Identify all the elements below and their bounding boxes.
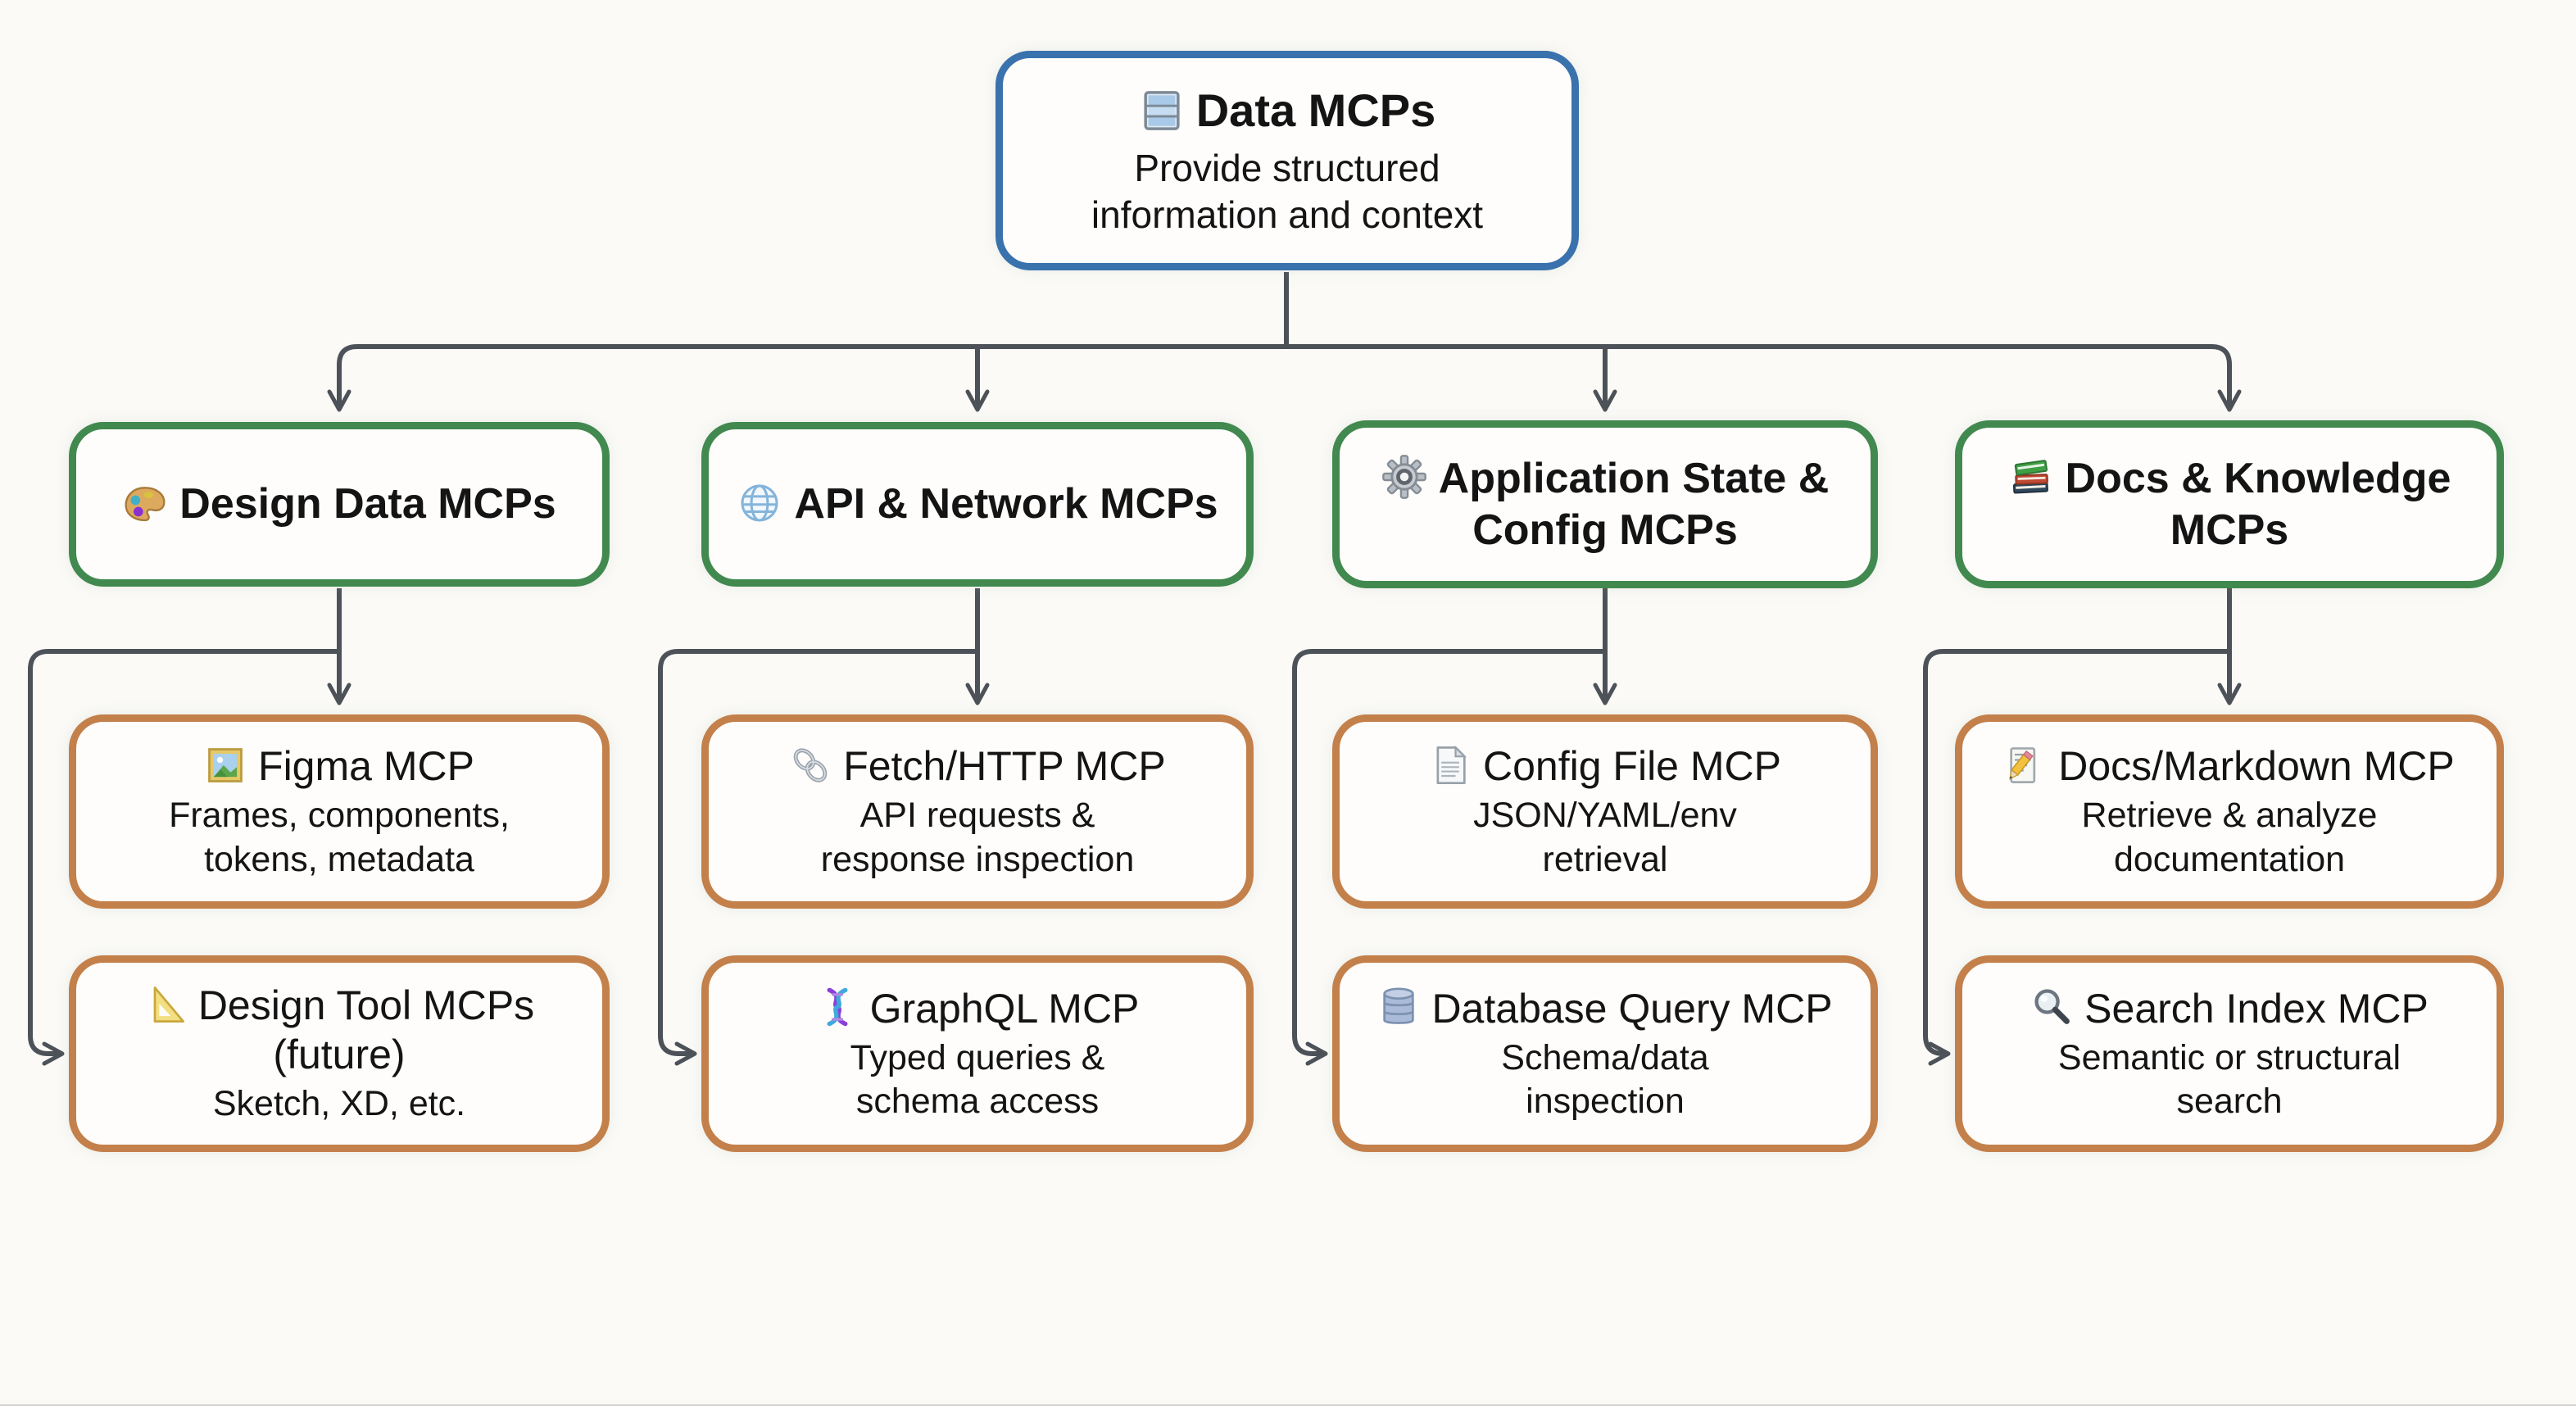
memo-icon [2004, 744, 2047, 787]
category-node-docs-knowledge-mcps: Docs & Knowledge MCPs [1955, 420, 2504, 588]
category-title: Design Data MCPs [122, 478, 556, 529]
leaf-title-text: Database Query MCP [1431, 985, 1833, 1032]
leaf-title-text: Design Tool MCPs (future) [197, 982, 535, 1078]
category-title-text: Application State & Config MCPs [1438, 455, 1830, 554]
root-node-data-mcps: Data MCPs Provide structured information… [995, 51, 1579, 270]
leaf-title-text: Docs/Markdown MCP [2058, 743, 2455, 790]
leaf-title-text: Figma MCP [258, 743, 474, 790]
leaf-subtitle: Schema/data inspection [1501, 1037, 1709, 1121]
search-icon [2030, 986, 2073, 1028]
leaf-node-search-index-mcp: Search Index MCP Semantic or structural … [1955, 955, 2504, 1152]
page-icon [1429, 744, 1472, 787]
leaf-node-config-file-mcp: Config File MCP JSON/YAML/env retrieval [1332, 714, 1878, 909]
leaf-node-database-query-mcp: Database Query MCP Schema/data inspectio… [1332, 955, 1878, 1152]
dna-icon [816, 986, 859, 1028]
leaf-title-text: Fetch/HTTP MCP [843, 743, 1166, 790]
category-node-api-network-mcps: API & Network MCPs [701, 422, 1254, 587]
bottom-edge-line [0, 1404, 2576, 1406]
leaf-node-fetch-http-mcp: Fetch/HTTP MCP API requests & response i… [701, 714, 1254, 909]
category-title: Docs & Knowledge MCPs [1984, 453, 2475, 556]
database-icon [1377, 986, 1420, 1028]
link-icon [789, 744, 832, 787]
leaf-title: Docs/Markdown MCP [2004, 742, 2455, 791]
leaf-title-text: GraphQL MCP [869, 985, 1140, 1032]
framed-picture-icon [204, 744, 247, 787]
leaf-title-text: Config File MCP [1483, 743, 1781, 790]
category-title-text: Design Data MCPs [179, 480, 556, 528]
leaf-title-text: Search Index MCP [2084, 985, 2429, 1032]
globe-icon [737, 480, 782, 526]
leaf-title: Figma MCP [204, 742, 474, 791]
leaf-subtitle: Semantic or structural search [2057, 1037, 2401, 1121]
books-icon [2008, 454, 2054, 500]
leaf-title: Fetch/HTTP MCP [789, 742, 1166, 791]
category-node-design-data-mcps: Design Data MCPs [69, 422, 610, 587]
leaf-subtitle: Sketch, XD, etc. [212, 1084, 466, 1124]
triangle-ruler-icon [144, 983, 187, 1026]
leaf-node-design-tool-mcps: Design Tool MCPs (future) Sketch, XD, et… [69, 955, 610, 1152]
palette-icon [122, 480, 168, 526]
category-title-text: Docs & Knowledge MCPs [2065, 455, 2451, 554]
root-node-subtitle: Provide structured information and conte… [1091, 146, 1484, 236]
leaf-subtitle: Typed queries & schema access [850, 1037, 1105, 1121]
leaf-title: Config File MCP [1429, 742, 1781, 791]
leaf-title: Database Query MCP [1377, 984, 1833, 1033]
leaf-subtitle: Retrieve & analyze documentation [2081, 796, 2378, 879]
root-node-title: Data MCPs [1139, 83, 1436, 138]
leaf-title: Design Tool MCPs (future) [102, 981, 577, 1079]
leaf-title: GraphQL MCP [816, 984, 1140, 1033]
leaf-subtitle: JSON/YAML/env retrieval [1473, 796, 1737, 879]
category-node-application-state-config-mcps: Application State & Config MCPs [1332, 420, 1878, 588]
leaf-subtitle: API requests & response inspection [820, 796, 1135, 879]
table-icon [1139, 88, 1185, 134]
category-title: Application State & Config MCPs [1359, 453, 1851, 556]
leaf-node-figma-mcp: Figma MCP Frames, components, tokens, me… [69, 714, 610, 909]
gear-icon [1381, 454, 1427, 500]
category-title-text: API & Network MCPs [794, 480, 1218, 528]
leaf-subtitle: Frames, components, tokens, metadata [169, 796, 510, 879]
root-title-text: Data MCPs [1195, 84, 1436, 137]
category-title: API & Network MCPs [737, 478, 1218, 529]
leaf-node-docs-markdown-mcp: Docs/Markdown MCP Retrieve & analyze doc… [1955, 714, 2504, 909]
leaf-node-graphql-mcp: GraphQL MCP Typed queries & schema acces… [701, 955, 1254, 1152]
leaf-title: Search Index MCP [2030, 984, 2429, 1033]
